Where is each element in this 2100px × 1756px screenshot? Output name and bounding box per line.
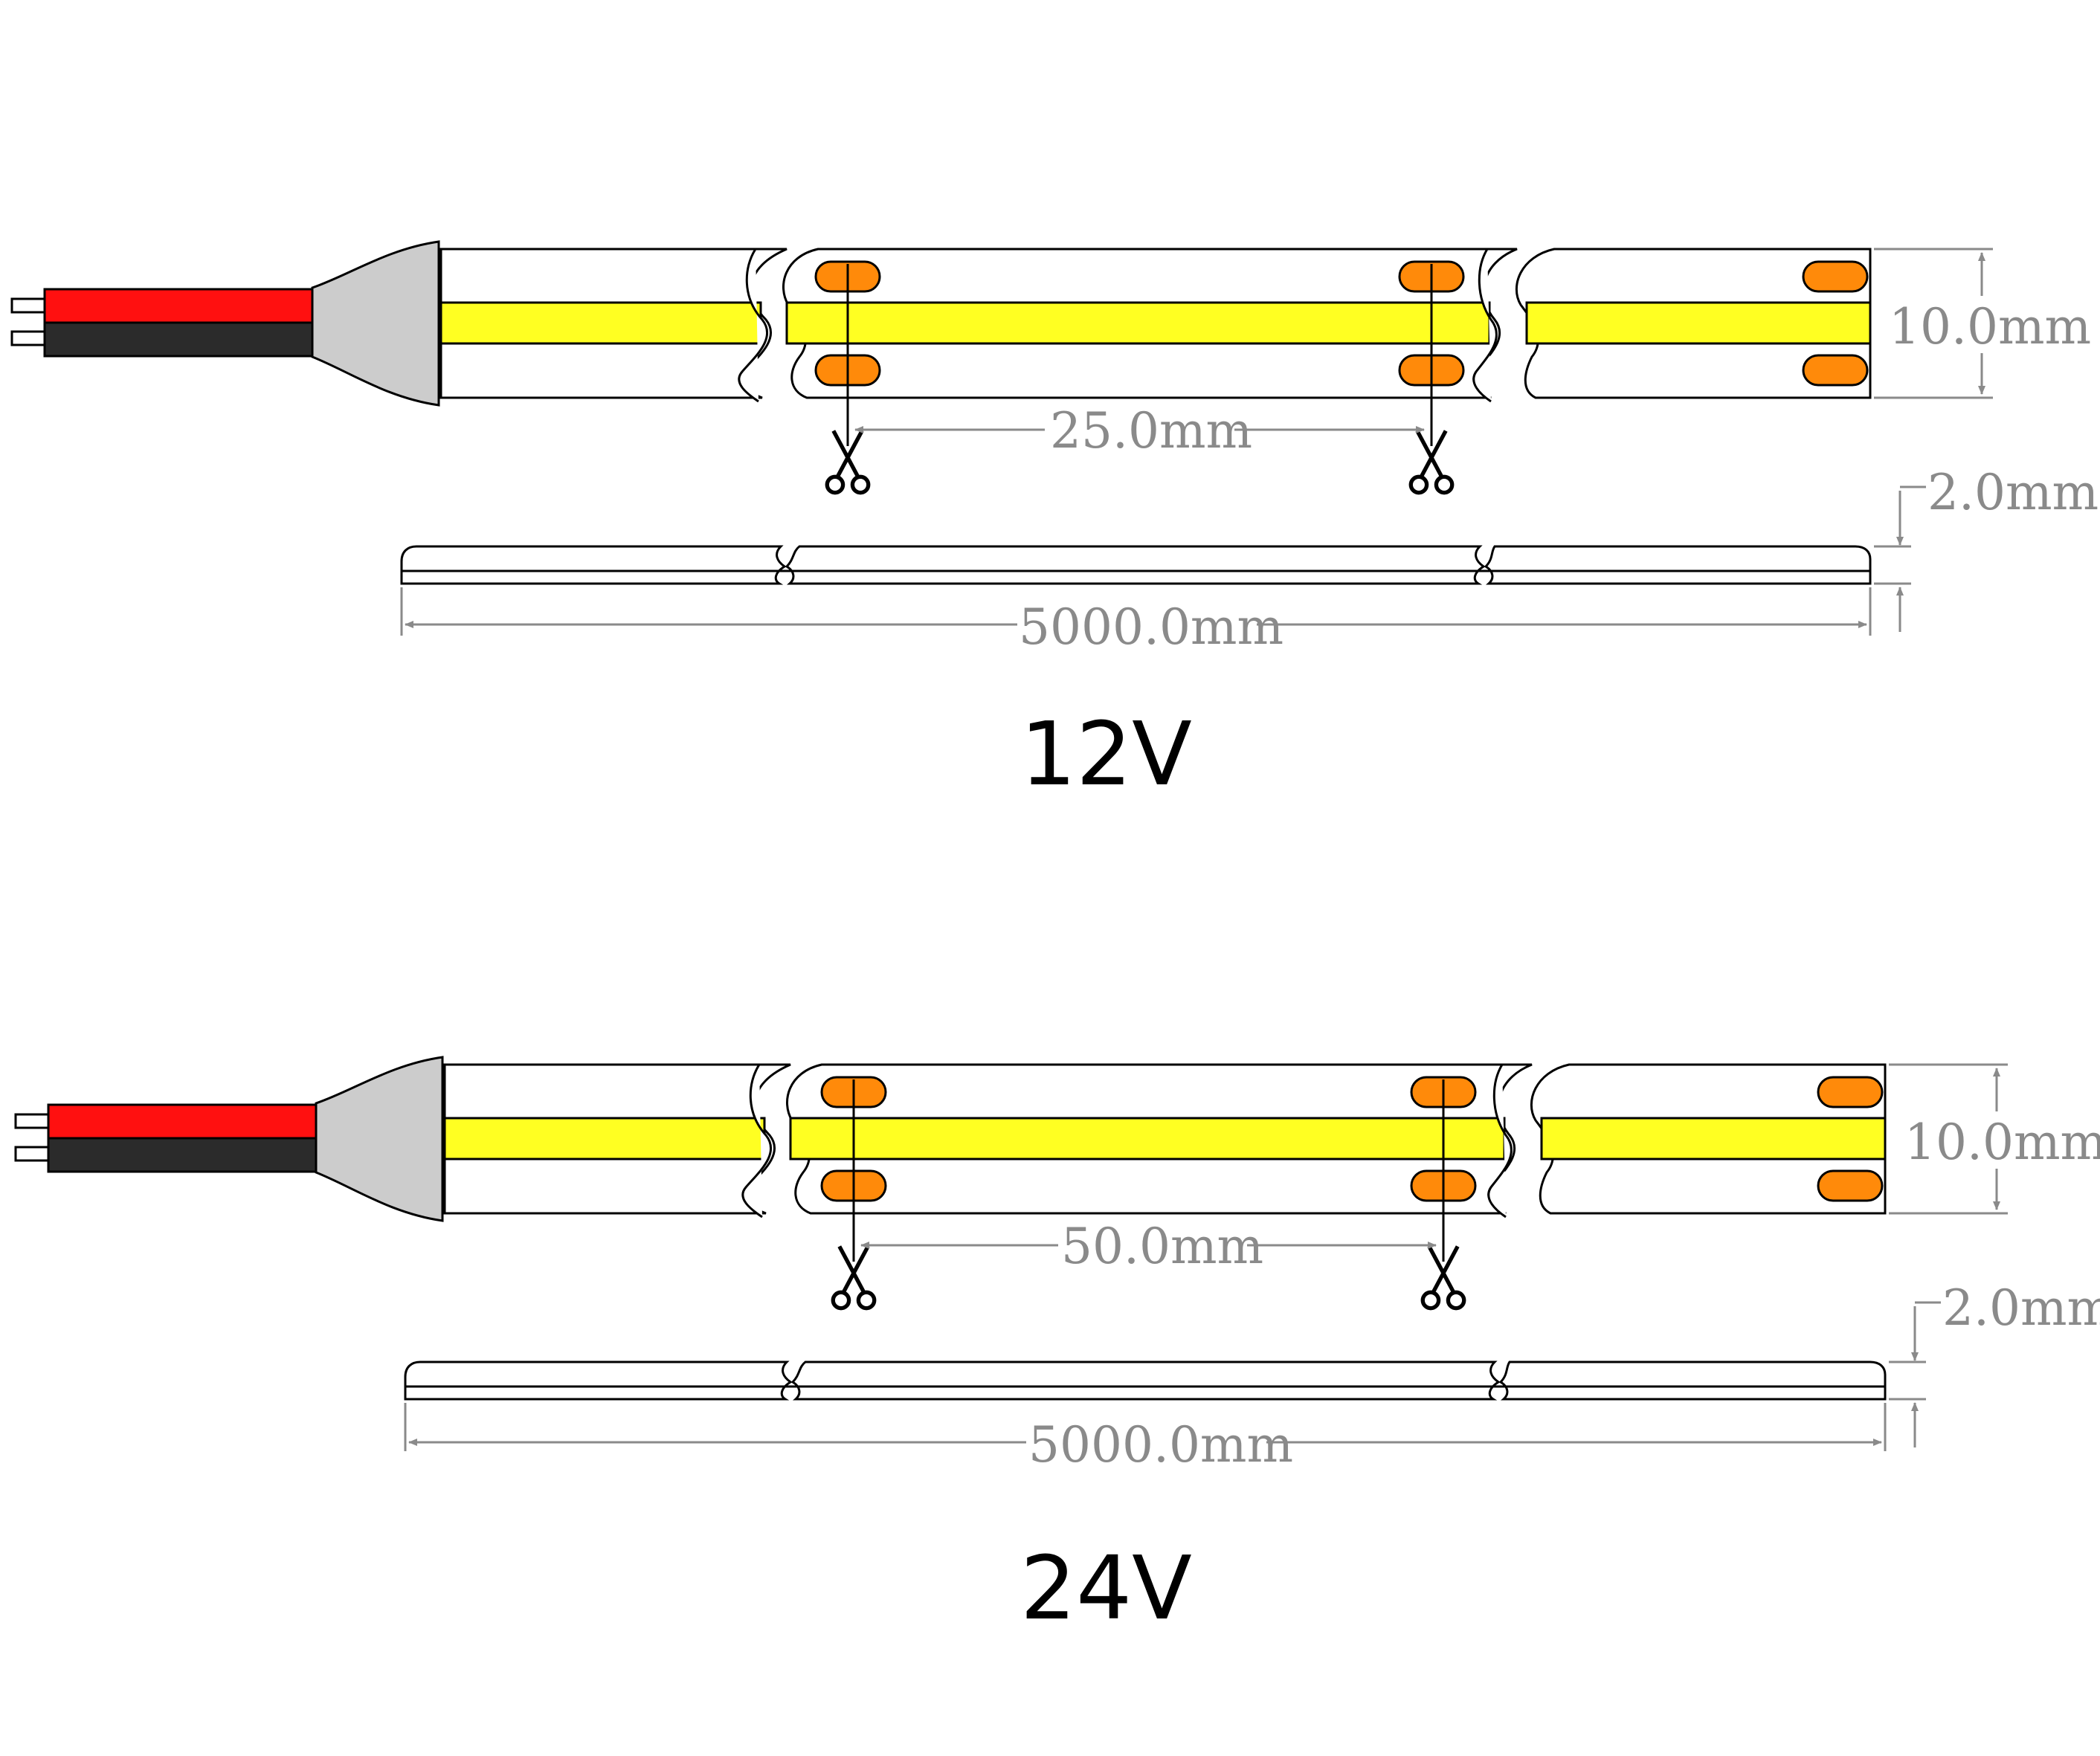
cut-pitch-label: 25.0mm <box>1050 402 1252 459</box>
diagram-12v: 10.0mm 25.0mm 2.0mm <box>10 240 2099 805</box>
cob-light-line <box>789 1117 1506 1161</box>
width-dimension: 10.0mm <box>1874 248 2091 399</box>
strip-top-view <box>443 1063 1887 1308</box>
thickness-dimension: 2.0mm <box>1874 464 2099 632</box>
length-label: 5000.0mm <box>1019 598 1283 656</box>
wire-pin-bottom <box>14 1146 50 1162</box>
cob-light-line <box>785 301 1491 345</box>
power-cable <box>10 240 440 407</box>
wire-black <box>43 321 315 358</box>
wire-pin-top <box>10 297 46 314</box>
cable-connector <box>311 240 440 407</box>
length-dimension: 5000.0mm <box>400 587 1872 656</box>
thickness-dimension: 2.0mm <box>1889 1279 2100 1447</box>
cable-connector <box>315 1056 444 1222</box>
thickness-label: 2.0mm <box>1942 1279 2100 1337</box>
led-pad <box>1817 1076 1884 1108</box>
wire-pin-bottom <box>10 330 46 346</box>
wire-red <box>43 288 315 324</box>
wire-pin-top <box>14 1113 50 1129</box>
voltage-label: 24V <box>1020 1537 1192 1639</box>
strip-side-view <box>400 545 1872 585</box>
led-pad <box>1802 260 1869 293</box>
voltage-label: 12V <box>1020 703 1192 805</box>
cut-pitch-label: 50.0mm <box>1061 1218 1263 1275</box>
cut-pitch-dimension: 50.0mm <box>860 1218 1437 1275</box>
led-pad <box>1802 354 1869 387</box>
length-label: 5000.0mm <box>1028 1416 1293 1473</box>
width-label: 10.0mm <box>1904 1114 2100 1171</box>
strip-side-view <box>404 1360 1887 1401</box>
wire-black <box>47 1137 319 1173</box>
width-dimension: 10.0mm <box>1889 1063 2100 1215</box>
led-pad <box>1817 1169 1884 1202</box>
power-cable <box>14 1056 444 1222</box>
thickness-label: 2.0mm <box>1927 464 2099 521</box>
cut-pitch-dimension: 25.0mm <box>854 402 1425 459</box>
width-label: 10.0mm <box>1889 298 2091 355</box>
strip-top-view <box>439 248 1872 493</box>
length-dimension: 5000.0mm <box>404 1403 1887 1473</box>
diagram-24v: 10.0mm 50.0mm 2.0mm 5000.0mm <box>14 1056 2100 1639</box>
wire-red <box>47 1103 319 1140</box>
